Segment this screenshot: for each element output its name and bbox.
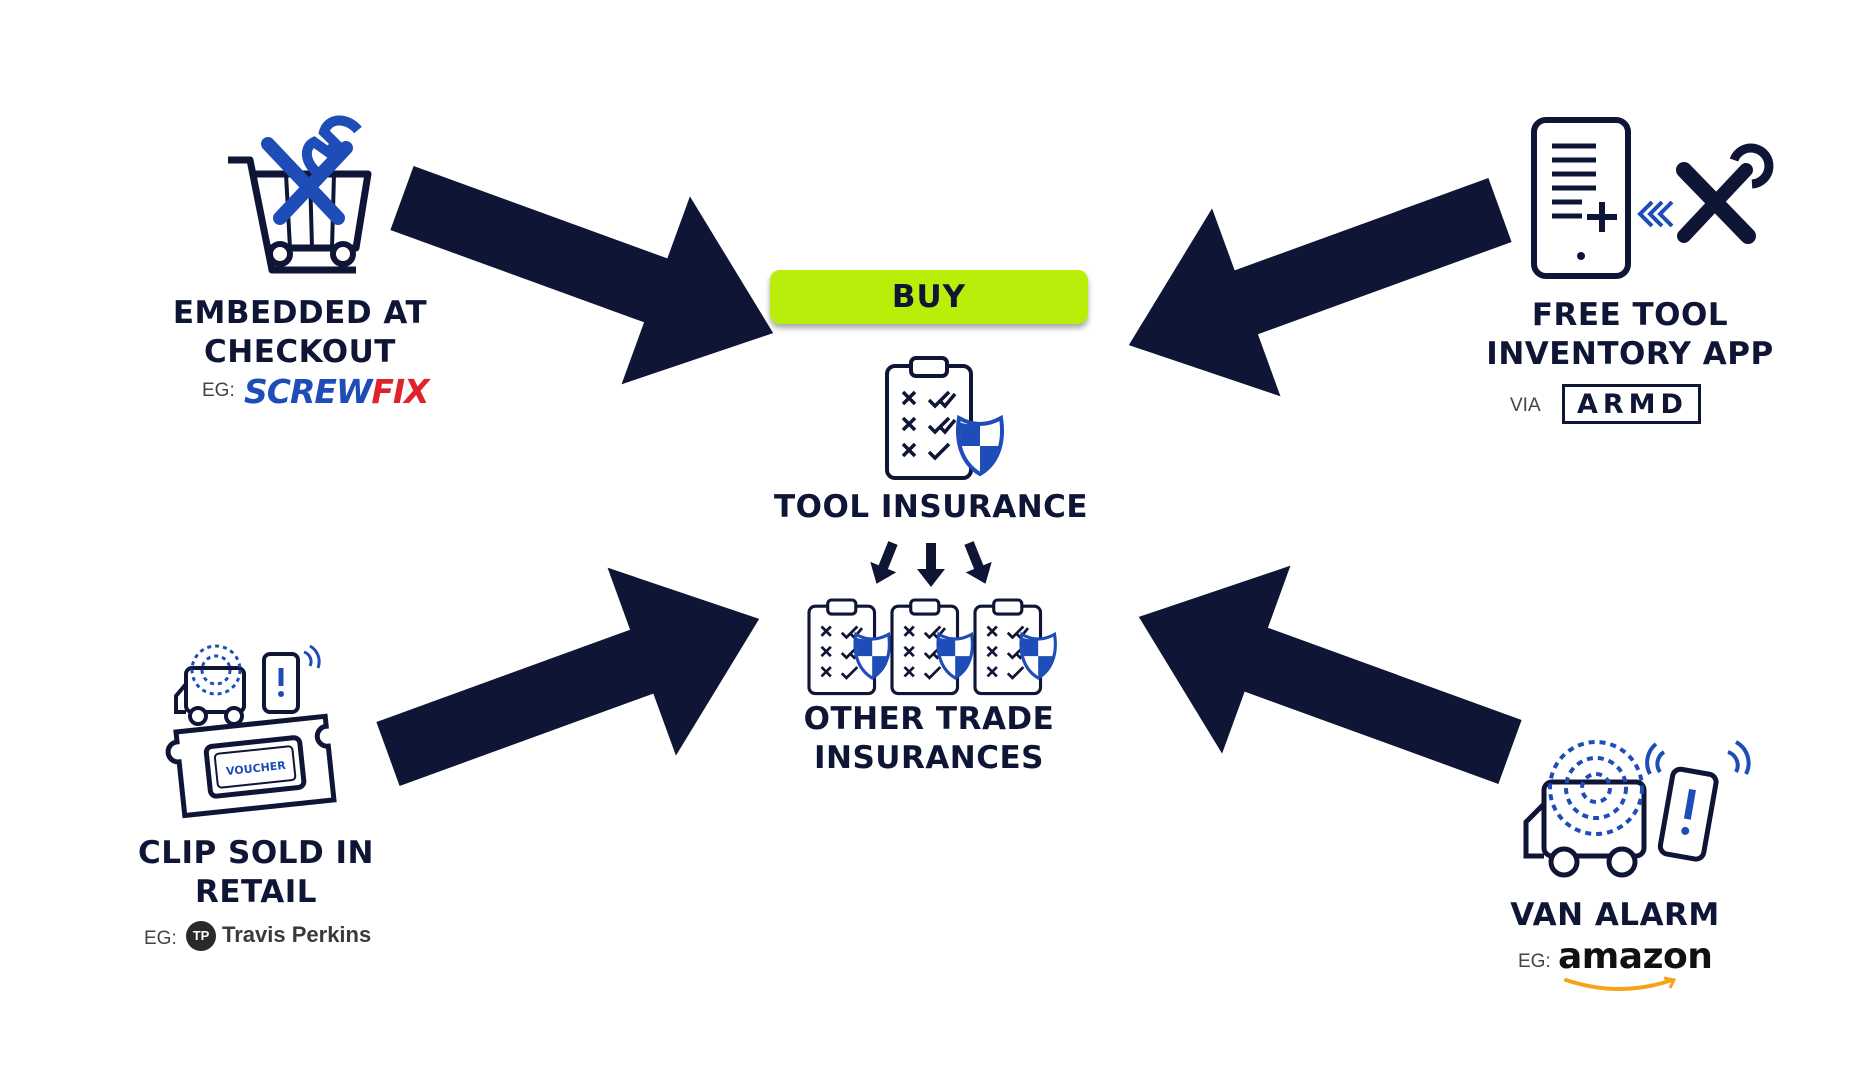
travis-perkins-badge-icon: TP xyxy=(186,921,216,951)
van-alarm-icon xyxy=(1523,740,1751,878)
van-alarm-label: VAN ALARM xyxy=(1480,896,1750,935)
small-arrow-right xyxy=(956,537,999,590)
other-insurance-icon-1 xyxy=(807,598,891,696)
phone-tools-icon xyxy=(1531,117,1774,279)
embedded-line2: CHECKOUT xyxy=(204,334,396,370)
free-tool-line2: INVENTORY APP xyxy=(1486,336,1774,372)
other-insurance-icon-3 xyxy=(973,598,1057,696)
arrow-top-right xyxy=(1094,116,1535,440)
clip-line1: CLIP SOLD IN xyxy=(138,835,374,871)
van-alarm-eg: EG: xyxy=(1518,951,1551,972)
tool-insurance-text: TOOL INSURANCE xyxy=(774,489,1089,525)
free-tool-via: VIA xyxy=(1510,395,1541,416)
clip-eg: EG: xyxy=(144,928,177,949)
screwfix-logo-part2: FIX xyxy=(371,372,429,411)
other-insurances-label: OTHER TRADE INSURANCES xyxy=(784,700,1074,778)
clip-retail-label: CLIP SOLD IN RETAIL xyxy=(116,834,396,912)
arrow-bottom-right xyxy=(1104,522,1545,846)
embedded-checkout-label: EMBEDDED AT CHECKOUT xyxy=(160,294,440,372)
embedded-line1: EMBEDDED AT xyxy=(172,295,428,331)
free-tool-label: FREE TOOL INVENTORY APP xyxy=(1480,296,1780,374)
small-arrow-left xyxy=(863,537,906,590)
small-arrow-middle xyxy=(917,543,945,587)
other-insurance-icon-2 xyxy=(890,598,974,696)
buy-button[interactable]: BUY xyxy=(770,270,1088,324)
amazon-logo: amazon xyxy=(1558,936,1713,991)
tool-insurance-label: TOOL INSURANCE xyxy=(774,488,1089,527)
cart-tools-icon xyxy=(228,115,372,274)
van-alarm-line1: VAN ALARM xyxy=(1510,897,1720,933)
armd-logo: ARMD xyxy=(1562,384,1701,424)
voucher-icon xyxy=(165,644,337,819)
arrow-bottom-left xyxy=(353,524,794,848)
embedded-eg: EG: xyxy=(202,380,235,401)
amazon-logo-text: amazon xyxy=(1558,936,1713,977)
screwfix-logo-part1: SCREW xyxy=(244,372,372,411)
clip-line2: RETAIL xyxy=(194,874,318,910)
screwfix-logo: SCREWFIX xyxy=(244,372,430,411)
free-tool-line1: FREE TOOL xyxy=(1531,297,1729,333)
other-insurances-line2: INSURANCES xyxy=(813,740,1045,776)
other-insurances-line1: OTHER TRADE xyxy=(803,701,1055,737)
tool-insurance-icon xyxy=(885,356,1005,480)
arrow-top-left xyxy=(367,104,808,428)
travis-perkins-text: Travis Perkins xyxy=(222,921,372,947)
amazon-smile-icon xyxy=(1564,976,1677,991)
